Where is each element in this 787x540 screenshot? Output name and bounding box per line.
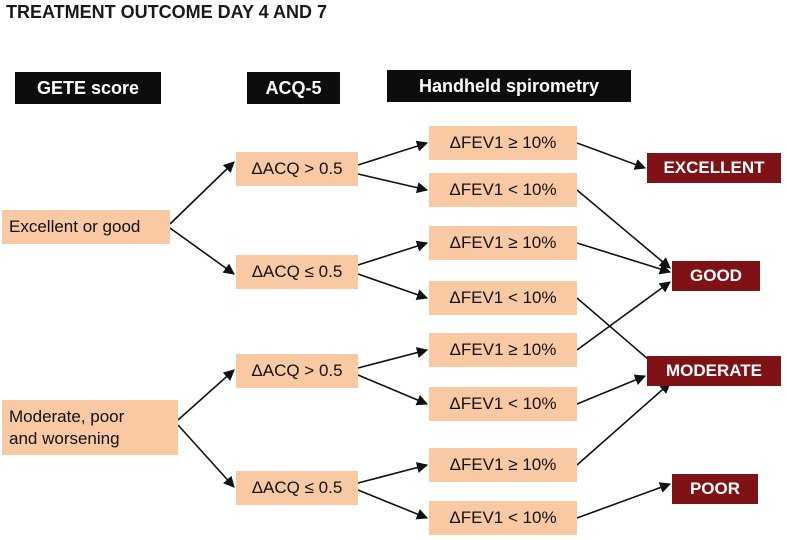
fev-lt-node-3: ΔFEV1 < 10% bbox=[429, 387, 577, 421]
fev-ge-node-4: ΔFEV1 ≥ 10% bbox=[429, 448, 577, 482]
outcome-moderate: MODERATE bbox=[647, 356, 781, 386]
acq-gt-node-1: ΔACQ > 0.5 bbox=[236, 152, 358, 186]
fev-ge-node-2: ΔFEV1 ≥ 10% bbox=[429, 226, 577, 260]
gete-moderate-poor-worsening: Moderate, poor and worsening bbox=[2, 400, 178, 455]
header-handheld-spirometry: Handheld spirometry bbox=[387, 70, 631, 102]
gete-excellent-or-good: Excellent or good bbox=[2, 210, 170, 244]
fev-lt-node-2: ΔFEV1 < 10% bbox=[429, 281, 577, 315]
fev-lt-node-1: ΔFEV1 < 10% bbox=[429, 173, 577, 207]
outcome-poor: POOR bbox=[672, 474, 758, 504]
outcome-excellent: EXCELLENT bbox=[647, 153, 781, 183]
gete-poor-line-2: and worsening bbox=[9, 428, 120, 448]
acq-le-node-1: ΔACQ ≤ 0.5 bbox=[236, 255, 358, 289]
header-gete-score: GETE score bbox=[15, 72, 161, 104]
fev-ge-node-3: ΔFEV1 ≥ 10% bbox=[429, 333, 577, 367]
fev-lt-node-4: ΔFEV1 < 10% bbox=[429, 501, 577, 535]
diagram-title: TREATMENT OUTCOME DAY 4 AND 7 bbox=[6, 2, 328, 22]
acq-le-node-2: ΔACQ ≤ 0.5 bbox=[236, 471, 358, 505]
acq-gt-node-2: ΔACQ > 0.5 bbox=[236, 354, 358, 388]
outcome-good: GOOD bbox=[672, 261, 760, 291]
gete-poor-line-1: Moderate, poor bbox=[9, 406, 125, 426]
header-acq-5: ACQ-5 bbox=[247, 72, 340, 104]
fev-ge-node-1: ΔFEV1 ≥ 10% bbox=[429, 126, 577, 160]
